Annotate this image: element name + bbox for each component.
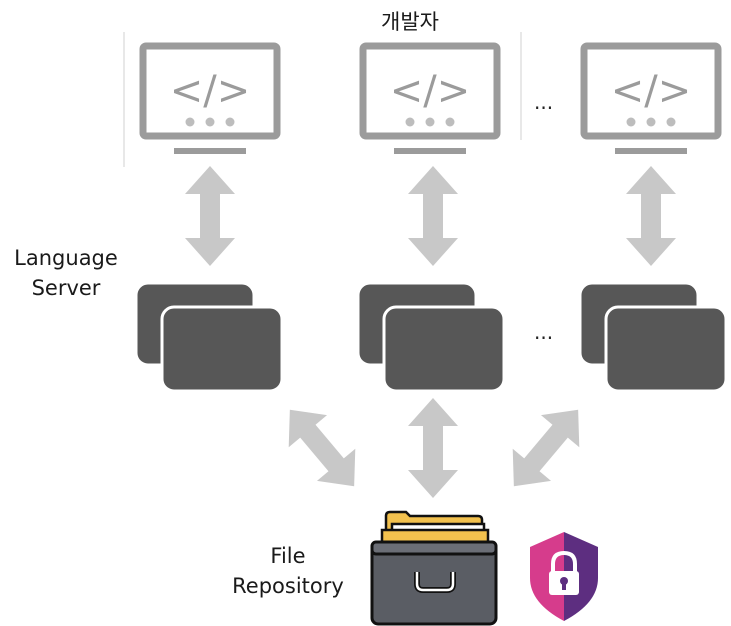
code-monitor-icon	[363, 46, 497, 154]
ellipsis-monitors: ...	[534, 90, 554, 114]
file-repository-label-line2: Repository	[232, 574, 344, 598]
ellipsis-servers: ...	[534, 320, 554, 344]
developer-title: 개발자	[381, 10, 439, 34]
bidirectional-arrow-icon	[408, 166, 458, 266]
server-stack-icon	[134, 281, 284, 393]
language-server-label: Language Server	[2, 243, 130, 303]
file-repository-label-line1: File	[270, 544, 306, 568]
bidirectional-arrow-icon	[626, 166, 676, 266]
server-stack-icon	[356, 281, 506, 393]
file-repository-label: File Repository	[218, 541, 358, 601]
language-server-label-line2: Server	[31, 276, 101, 300]
server-stack-icon	[578, 281, 728, 393]
file-cabinet-icon	[370, 510, 498, 626]
bidirectional-arrow-icon	[408, 398, 458, 498]
bidirectional-arrow-icon	[185, 166, 235, 266]
bidirectional-arrow-icon	[494, 393, 598, 503]
security-shield-icon	[530, 532, 598, 621]
code-monitor-icon	[143, 46, 277, 154]
language-server-label-line1: Language	[14, 246, 118, 270]
bidirectional-arrow-icon	[270, 393, 374, 503]
code-monitor-icon	[584, 46, 718, 154]
